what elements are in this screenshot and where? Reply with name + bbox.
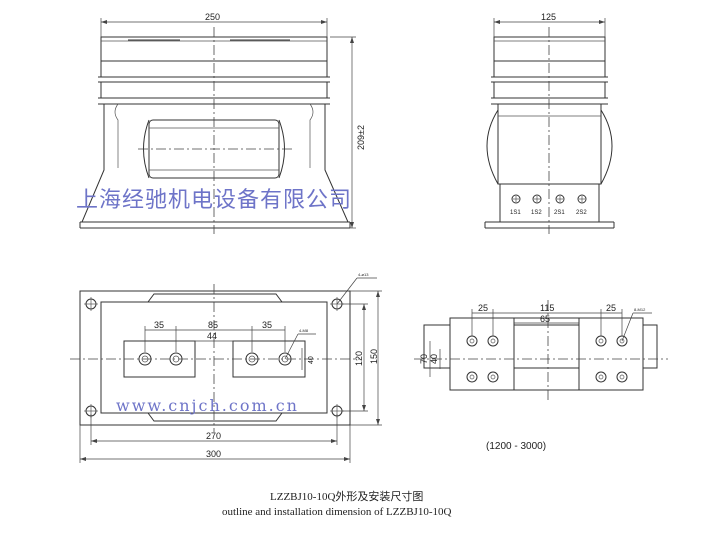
plan-dim-120: 120 (354, 351, 364, 366)
busbar-rating: (1200 - 3000) (486, 441, 546, 452)
busbar-dim-25-right: 25 (606, 303, 616, 313)
terminal-screws (511, 194, 587, 204)
side-view: 1S1 1S2 2S1 2S2 125 (484, 12, 615, 234)
busbar-view: 25 115 25 65 70 40 8-M12 (1200 - 3000) (414, 300, 668, 452)
side-width-dim: 125 (541, 12, 556, 22)
base-plan: 35 85 35 44 270 300 120 150 40 (70, 272, 382, 463)
plan-hole-callout-m8: 4-M8 (299, 328, 309, 333)
terminal-label-1: 1S1 (510, 210, 521, 216)
plan-dim-300: 300 (206, 449, 221, 459)
front-view: 250 209±2 (79, 12, 366, 234)
busbar-dim-65: 65 (540, 314, 550, 324)
front-width-dim: 250 (205, 12, 220, 22)
plan-dim-35-left: 35 (154, 320, 164, 330)
plan-hole-callout-13: 4-ø13 (358, 272, 369, 277)
caption-en: outline and installation dimension of LZ… (222, 506, 451, 518)
busbar-dim-25-left: 25 (478, 303, 488, 313)
busbar-hole-callout: 8-M12 (634, 307, 646, 312)
terminal-label-3: 2S1 (554, 210, 565, 216)
watermark-url: www.cnjch.com.cn (116, 396, 299, 415)
plan-dim-35-right: 35 (262, 320, 272, 330)
busbar-dim-70: 70 (419, 354, 429, 364)
caption-cn: LZZBJ10-10Q外形及安装尺寸图 (270, 489, 423, 503)
terminal-label-2: 1S2 (531, 210, 542, 216)
plan-dim-270: 270 (206, 431, 221, 441)
plan-dim-150: 150 (369, 349, 379, 364)
watermark-company: 上海经驰机电设备有限公司 (76, 188, 352, 213)
plan-dim-40: 40 (308, 356, 315, 364)
front-height-dim: 209±2 (356, 125, 366, 150)
busbar-dim-115: 115 (540, 303, 554, 313)
plan-dim-85: 85 (208, 320, 218, 330)
terminal-label-4: 2S2 (576, 210, 587, 216)
plan-dim-44: 44 (207, 331, 217, 341)
busbar-dim-40: 40 (429, 354, 439, 364)
